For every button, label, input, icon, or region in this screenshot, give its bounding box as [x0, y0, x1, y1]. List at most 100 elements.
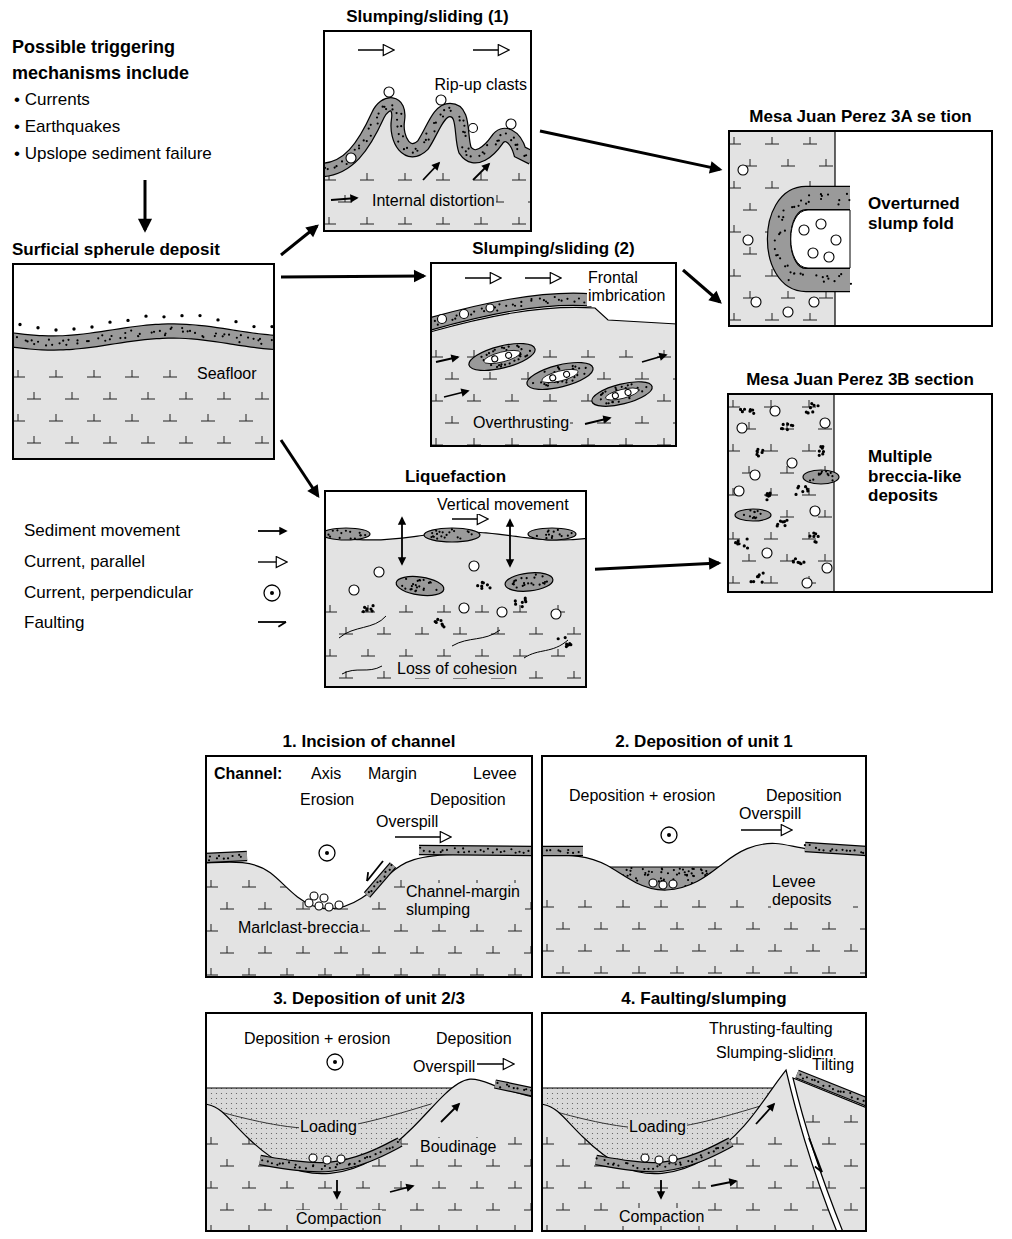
movement-arrow — [423, 163, 439, 180]
spherule-cluster — [734, 537, 749, 549]
spherule-cluster — [808, 531, 819, 543]
spherule — [649, 879, 657, 887]
lens-dots — [430, 528, 472, 539]
movement-arrow — [756, 1104, 774, 1124]
movement-arrow — [444, 391, 468, 397]
movement-arrow — [436, 357, 458, 362]
seafloor — [205, 854, 533, 978]
fault-barb — [367, 872, 368, 881]
panel-heading: Surficial spherule deposit — [12, 240, 220, 260]
spherule-dots — [368, 864, 393, 893]
fault-barb — [815, 1167, 822, 1172]
spherule — [384, 87, 394, 97]
layer-outline — [797, 1074, 867, 1102]
panel-content — [12, 263, 275, 460]
legend-label: Current, perpendicular — [24, 583, 193, 603]
spherule-lens — [466, 338, 537, 376]
spherule — [737, 423, 747, 433]
spherule-cluster — [434, 618, 446, 629]
panel-label: Vertical movement — [436, 496, 570, 514]
movement-arrow — [336, 1180, 338, 1198]
lens-core — [483, 348, 522, 367]
panel-label: Overspill — [375, 813, 439, 831]
panel-illustration — [540, 1012, 874, 1232]
spherule-dots — [12, 326, 275, 346]
lens-dots — [400, 576, 438, 595]
spherule-cluster — [514, 597, 528, 609]
current-arrow — [465, 277, 500, 278]
spherule-cluster — [765, 492, 771, 502]
spherule — [734, 486, 744, 496]
panel-content — [205, 1012, 533, 1232]
spherule-cluster — [780, 423, 794, 432]
seafloor — [205, 1079, 533, 1232]
current-dot — [333, 1060, 337, 1064]
spherule — [374, 567, 384, 577]
movement-arrow — [642, 355, 666, 362]
seafloor — [12, 331, 275, 460]
fault-arrow — [809, 1138, 822, 1172]
unit-2-3-top — [541, 1087, 789, 1088]
seafloor — [323, 104, 532, 232]
spherule-layer — [367, 865, 393, 895]
marl-symbols — [323, 173, 532, 224]
panel-illustration — [726, 393, 993, 593]
marl-symbols — [324, 605, 581, 678]
spherule — [669, 1155, 677, 1163]
spherule — [669, 880, 677, 888]
diagram-panel: 3. Deposition of unit 2/3Deposition + er… — [205, 1012, 533, 1232]
lens-body — [424, 528, 480, 542]
movement-arrow — [711, 1181, 736, 1186]
panel-label: Overthrusting — [472, 414, 570, 432]
spherule-dots — [261, 1141, 399, 1170]
panel-label: Deposition + erosion — [243, 1030, 391, 1048]
spherule — [816, 219, 826, 229]
spherule — [436, 95, 446, 105]
panel-label: Marlclast-breccia — [237, 919, 360, 937]
panel-label: Deposition — [429, 791, 507, 809]
diagram-panel: Mesa Juan Perez 3B sectionMultiple brecc… — [727, 393, 993, 593]
water — [728, 130, 993, 327]
flow-arrow — [683, 270, 720, 302]
movement-arrow — [331, 198, 357, 200]
spherule-dots — [774, 193, 852, 285]
panel-content — [324, 490, 587, 688]
spherule-dots — [596, 1142, 729, 1170]
layer-outline — [12, 331, 275, 343]
diagram-panel: Slumping/sliding (2)Frontal imbricationO… — [430, 262, 677, 447]
column-edge — [833, 393, 834, 593]
spherule-lens — [424, 528, 480, 542]
panel-heading: Liquefaction — [405, 467, 506, 487]
spherule-cluster — [818, 445, 825, 457]
spherule — [655, 1156, 663, 1164]
lens-dots — [511, 572, 549, 589]
movement-arrow — [258, 530, 286, 532]
trigger-item: • Earthquakes — [14, 117, 120, 137]
crack-line — [452, 630, 500, 646]
trigger-item: • Currents — [14, 90, 90, 110]
spherule-lens — [524, 357, 595, 395]
spherule-dots — [18, 314, 273, 332]
marl-symbols — [205, 1137, 533, 1232]
current-perpendicular — [319, 845, 335, 861]
spherule-lens — [528, 528, 576, 540]
spherule — [323, 1156, 331, 1164]
water — [324, 490, 587, 688]
layer-outline — [260, 1142, 400, 1167]
spherule — [743, 235, 753, 245]
trigger-item: • Upslope sediment failure — [14, 144, 212, 164]
movement-arrow — [441, 1104, 459, 1122]
lens-body — [735, 509, 771, 521]
spherule-cluster — [476, 581, 492, 590]
panel-content — [430, 262, 677, 447]
spherule-layer — [779, 198, 850, 280]
panel-illustration — [204, 755, 538, 978]
spherule — [349, 585, 359, 595]
panel-label: Deposition + erosion — [568, 787, 716, 805]
lens-body — [466, 338, 537, 376]
current-arrow — [525, 277, 560, 278]
spherule — [486, 304, 494, 312]
lens-body — [504, 571, 554, 594]
diagram-panel: 4. Faulting/slumpingThrusting-faultingSl… — [541, 1012, 867, 1232]
panel-label: Compaction — [618, 1208, 705, 1226]
